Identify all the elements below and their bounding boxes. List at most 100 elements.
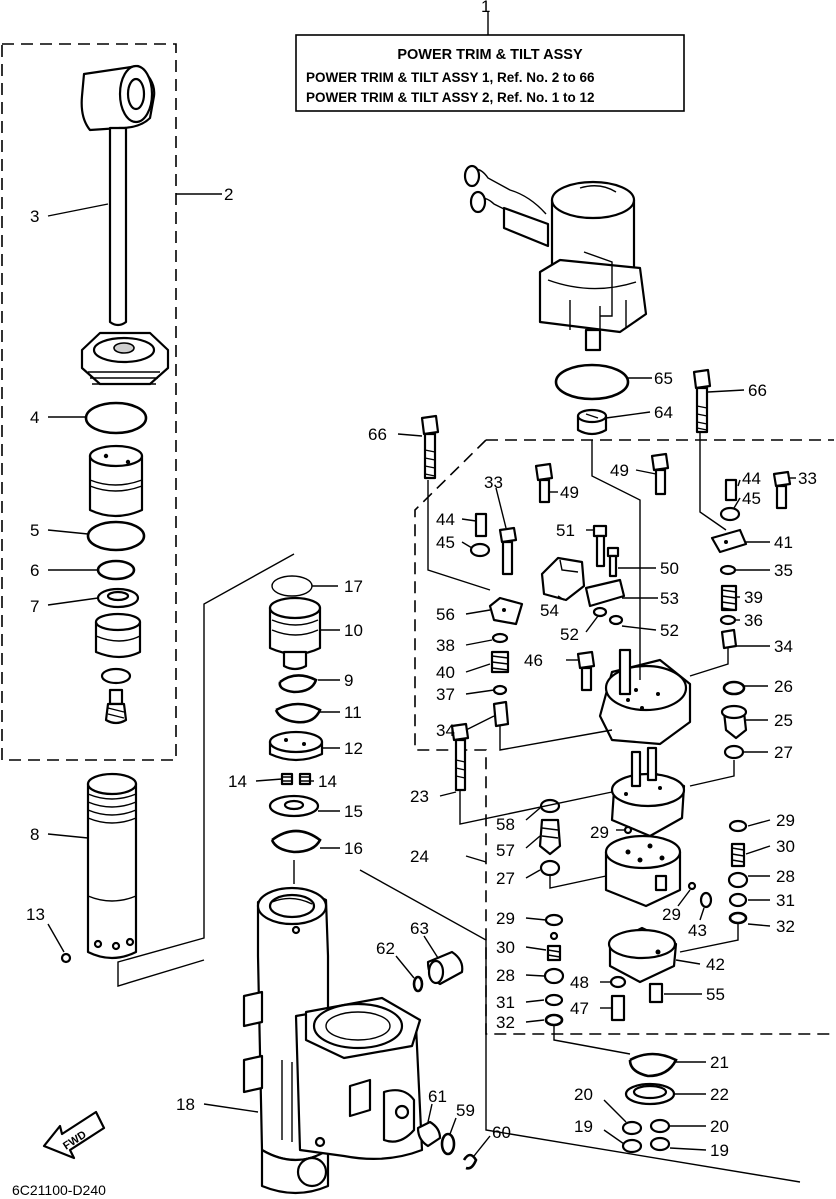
title-box-line-2: POWER TRIM & TILT ASSY 2, Ref. No. 1 to … — [306, 90, 595, 105]
title-box-heading: POWER TRIM & TILT ASSY — [397, 47, 583, 63]
callout-32-left[interactable]: 32 — [496, 1013, 515, 1032]
callout-19-left[interactable]: 19 — [574, 1117, 593, 1136]
trim-motor — [463, 164, 648, 352]
callout-58[interactable]: 58 — [496, 815, 515, 834]
callout-43[interactable]: 43 — [688, 921, 707, 940]
callout-27-left[interactable]: 27 — [496, 869, 515, 888]
callout-42[interactable]: 42 — [706, 955, 725, 974]
callout-13[interactable]: 13 — [26, 905, 45, 924]
callout-33-left[interactable]: 33 — [484, 473, 503, 492]
callout-14-right[interactable]: 14 — [318, 772, 337, 791]
callout-8[interactable]: 8 — [30, 825, 39, 844]
drawing-code: 6C21100-D240 — [12, 1182, 106, 1198]
callout-61[interactable]: 61 — [428, 1087, 447, 1106]
callout-34-right[interactable]: 34 — [774, 637, 793, 656]
callout-53[interactable]: 53 — [660, 589, 679, 608]
pump-small-parts — [469, 452, 792, 760]
callout-45-left[interactable]: 45 — [436, 533, 455, 552]
callout-62[interactable]: 62 — [376, 939, 395, 958]
pump-group-boundary — [414, 439, 834, 1035]
callout-21[interactable]: 21 — [710, 1053, 729, 1072]
callout-30-right[interactable]: 30 — [776, 837, 795, 856]
callout-66-right[interactable]: 66 — [748, 381, 767, 400]
callout-4[interactable]: 4 — [30, 408, 39, 427]
callout-44-right[interactable]: 44 — [742, 469, 761, 488]
callout-33-right[interactable]: 33 — [798, 469, 817, 488]
callout-56[interactable]: 56 — [436, 605, 455, 624]
callout-16[interactable]: 16 — [344, 839, 363, 858]
callout-12[interactable]: 12 — [344, 739, 363, 758]
callout-39[interactable]: 39 — [744, 588, 763, 607]
callout-29-mid[interactable]: 29 — [662, 905, 681, 924]
callout-25[interactable]: 25 — [774, 711, 793, 730]
callout-22[interactable]: 22 — [710, 1085, 729, 1104]
callout-24[interactable]: 24 — [410, 847, 429, 866]
callout-5[interactable]: 5 — [30, 521, 39, 540]
callout-14-left[interactable]: 14 — [228, 772, 247, 791]
callout-48[interactable]: 48 — [570, 973, 589, 992]
callout-20-left[interactable]: 20 — [574, 1085, 593, 1104]
callout-30-left[interactable]: 30 — [496, 938, 515, 957]
callout-31-right[interactable]: 31 — [776, 891, 795, 910]
callout-26[interactable]: 26 — [774, 677, 793, 696]
callout-47[interactable]: 47 — [570, 999, 589, 1018]
callout-54[interactable]: 54 — [540, 601, 559, 620]
callout-66-left[interactable]: 66 — [368, 425, 387, 444]
callout-40[interactable]: 40 — [436, 663, 455, 682]
callout-49-left[interactable]: 49 — [560, 483, 579, 502]
callout-52-right[interactable]: 52 — [660, 621, 679, 640]
callout-32-right[interactable]: 32 — [776, 917, 795, 936]
callout-11[interactable]: 11 — [344, 703, 362, 722]
bolts-66 — [420, 368, 712, 480]
callout-28-right[interactable]: 28 — [776, 867, 795, 886]
callout-55[interactable]: 55 — [706, 985, 725, 1004]
callout-29-upper-right[interactable]: 29 — [776, 811, 795, 830]
callout-64[interactable]: 64 — [654, 403, 673, 422]
callout-31-left[interactable]: 31 — [496, 993, 515, 1012]
callout-29-upper-mid[interactable]: 29 — [590, 823, 609, 842]
valve-stack — [268, 575, 324, 854]
callout-35[interactable]: 35 — [774, 561, 793, 580]
title-box-line-1: POWER TRIM & TILT ASSY 1, Ref. No. 2 to … — [306, 70, 595, 85]
callout-41[interactable]: 41 — [774, 533, 793, 552]
leader-lines — [47, 193, 796, 1157]
callout-3[interactable]: 3 — [30, 207, 39, 226]
callout-9[interactable]: 9 — [344, 671, 353, 690]
housing-fittings — [412, 950, 478, 1170]
callout-51[interactable]: 51 — [556, 521, 575, 540]
assembly-lines — [117, 432, 801, 1183]
callout-34-left[interactable]: 34 — [436, 721, 455, 740]
callout-1[interactable]: 1 — [481, 0, 490, 16]
callout-63[interactable]: 63 — [410, 919, 429, 938]
callout-19-right[interactable]: 19 — [710, 1141, 729, 1160]
callout-37[interactable]: 37 — [436, 685, 455, 704]
callout-15[interactable]: 15 — [344, 802, 363, 821]
callout-23[interactable]: 23 — [410, 787, 429, 806]
callout-18[interactable]: 18 — [176, 1095, 195, 1114]
callout-28-left[interactable]: 28 — [496, 966, 515, 985]
callout-44-left[interactable]: 44 — [436, 510, 455, 529]
callout-59[interactable]: 59 — [456, 1101, 475, 1120]
callout-52-left[interactable]: 52 — [560, 625, 579, 644]
callout-50[interactable]: 50 — [660, 559, 679, 578]
title-box: 1 POWER TRIM & TILT ASSY POWER TRIM & TI… — [295, 0, 685, 112]
callout-17[interactable]: 17 — [344, 577, 363, 596]
callout-29-left[interactable]: 29 — [496, 909, 515, 928]
coupling — [576, 408, 608, 436]
callout-49-right[interactable]: 49 — [610, 461, 629, 480]
callout-labels: 2 3 4 5 6 7 8 13 17 10 9 11 12 14 14 15 … — [26, 185, 817, 1160]
pump-body — [450, 648, 749, 1027]
callout-2[interactable]: 2 — [224, 185, 233, 204]
callout-27-right[interactable]: 27 — [774, 743, 793, 762]
callout-65[interactable]: 65 — [654, 369, 673, 388]
callout-6[interactable]: 6 — [30, 561, 39, 580]
callout-7[interactable]: 7 — [30, 597, 39, 616]
callout-36[interactable]: 36 — [744, 611, 763, 630]
callout-57[interactable]: 57 — [496, 841, 515, 860]
callout-38[interactable]: 38 — [436, 636, 455, 655]
callout-20-right[interactable]: 20 — [710, 1117, 729, 1136]
callout-46[interactable]: 46 — [524, 651, 543, 670]
callout-45-right[interactable]: 45 — [742, 489, 761, 508]
callout-60[interactable]: 60 — [492, 1123, 511, 1142]
callout-10[interactable]: 10 — [344, 621, 363, 640]
